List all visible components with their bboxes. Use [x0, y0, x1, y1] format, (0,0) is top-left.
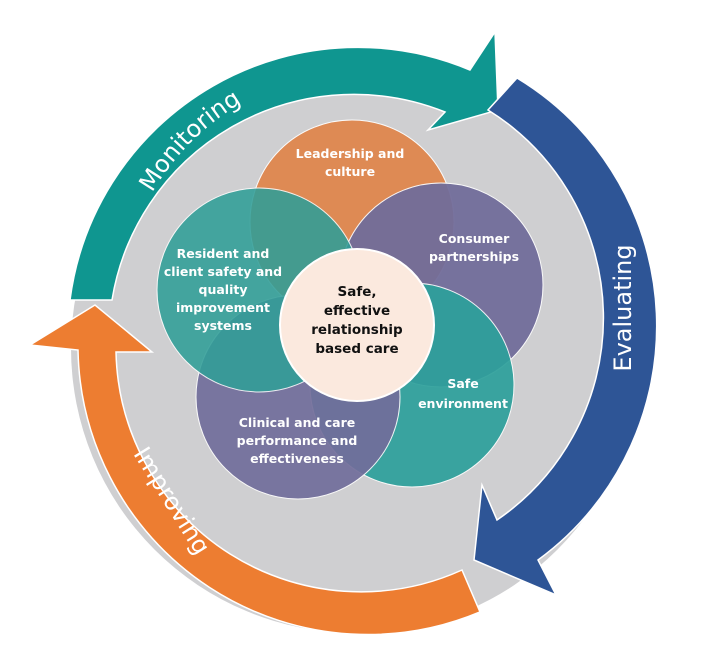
center-circle	[279, 248, 435, 402]
evaluating-label: Evaluating	[609, 244, 637, 371]
improving-arrow	[27, 304, 481, 636]
evaluating-arrow	[473, 77, 658, 597]
monitoring-arrow	[69, 29, 499, 301]
